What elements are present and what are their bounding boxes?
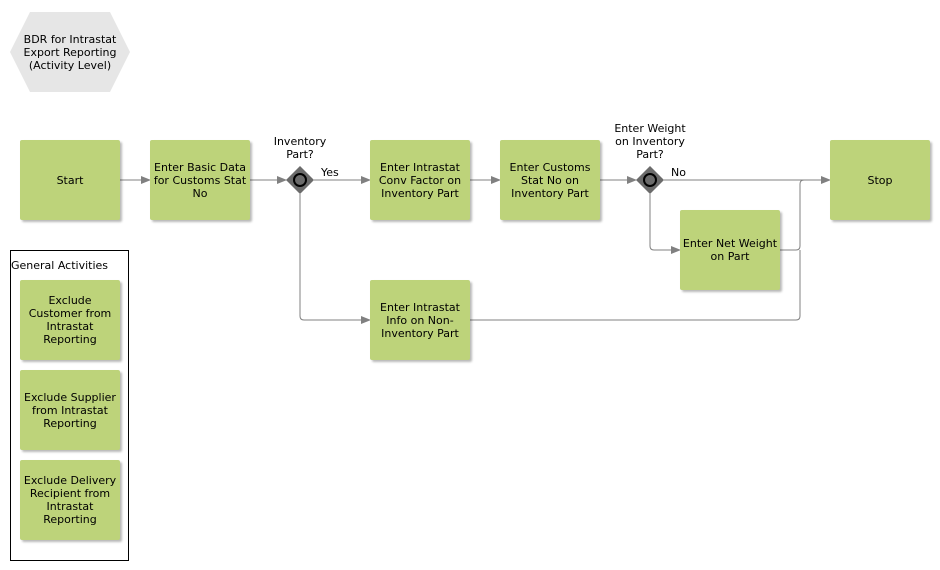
gateway-inventory-part[interactable] (286, 166, 314, 194)
activity-exclude-delivery-recipient[interactable]: Exclude Delivery Recipient from Intrasta… (20, 460, 120, 540)
activity-enter-net-weight-label: Enter Net Weight on Part (682, 237, 778, 263)
activity-stop-label: Stop (867, 173, 893, 187)
activity-enter-non-inventory[interactable]: Enter Intrastat Info on Non-Inventory Pa… (370, 280, 470, 360)
edge-gw1-noninv (299, 194, 371, 324)
diagram-title: BDR for Intrastat Export Reporting (Acti… (10, 12, 130, 92)
gateway-enter-weight-label: Enter Weight on Inventory Part? (614, 122, 686, 161)
activity-start[interactable]: Start (20, 140, 120, 220)
edge-label-yes: Yes (321, 166, 339, 179)
activity-enter-non-inventory-label: Enter Intrastat Info on Non-Inventory Pa… (380, 300, 460, 340)
activity-start-label: Start (56, 173, 84, 187)
activity-enter-customs-stat-label: Enter Customs Stat No on Inventory Part (509, 160, 591, 200)
diagram-title-text: BDR for Intrastat Export Reporting (Acti… (23, 32, 117, 72)
edge-gw2-netweight (649, 194, 681, 254)
activity-enter-net-weight[interactable]: Enter Net Weight on Part (680, 210, 780, 290)
activity-exclude-supplier-label: Exclude Supplier from Intrastat Reportin… (24, 390, 116, 430)
edge-label-no: No (671, 166, 686, 179)
activity-exclude-delivery-recipient-label: Exclude Delivery Recipient from Intrasta… (23, 474, 117, 526)
activity-stop[interactable]: Stop (830, 140, 930, 220)
gateway-enter-weight[interactable] (636, 166, 664, 194)
general-activities-title: General Activities (11, 259, 109, 272)
activity-exclude-customer-label: Exclude Customer from Intrastat Reportin… (28, 294, 112, 346)
activity-enter-conv-factor-label: Enter Intrastat Conv Factor on Inventory… (378, 160, 462, 200)
activity-exclude-supplier[interactable]: Exclude Supplier from Intrastat Reportin… (20, 370, 120, 450)
activity-enter-customs-stat[interactable]: Enter Customs Stat No on Inventory Part (500, 140, 600, 220)
general-activities-group: General Activities (10, 250, 129, 561)
edge-noninv-stop (470, 250, 801, 321)
activity-enter-basic-data-label: Enter Basic Data for Customs Stat No (153, 160, 247, 200)
activity-exclude-customer[interactable]: Exclude Customer from Intrastat Reportin… (20, 280, 120, 360)
edge-netweight-stop (780, 179, 805, 251)
title-hexagon-shape (10, 12, 130, 92)
gateway-inventory-part-label: Inventory Part? (273, 135, 327, 161)
activity-enter-basic-data[interactable]: Enter Basic Data for Customs Stat No (150, 140, 250, 220)
activity-enter-conv-factor[interactable]: Enter Intrastat Conv Factor on Inventory… (370, 140, 470, 220)
